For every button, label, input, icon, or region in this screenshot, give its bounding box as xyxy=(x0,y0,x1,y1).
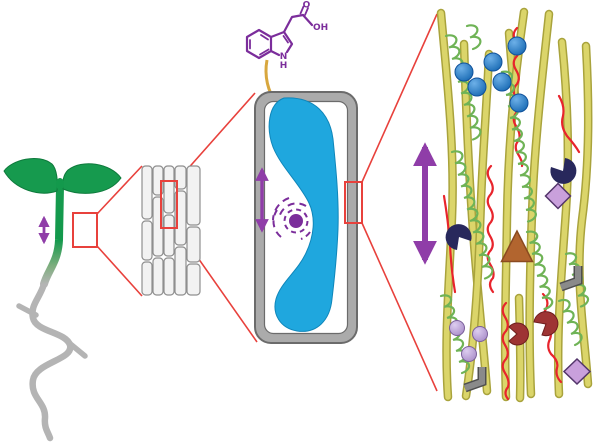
tissue-cell xyxy=(152,257,164,296)
cell-panel xyxy=(254,91,363,344)
pectin-strand xyxy=(557,94,581,154)
zoom-box-stem xyxy=(72,212,98,248)
protein-sphere xyxy=(467,77,487,97)
nucleus-arc xyxy=(300,231,311,240)
pectin-strand xyxy=(501,301,510,401)
double-bond xyxy=(260,34,269,41)
lavender-sphere xyxy=(461,346,477,362)
hemicellulose-strand xyxy=(557,298,583,347)
tissue-panel xyxy=(141,165,201,296)
cellulose-microfibril xyxy=(519,298,520,398)
oxygen-label: O xyxy=(303,1,311,11)
tissue-cell xyxy=(141,165,153,220)
zoom-line xyxy=(96,245,143,297)
hemicellulose-strand xyxy=(525,230,554,311)
hemicellulose-strand xyxy=(450,150,494,280)
tissue-cell xyxy=(163,214,175,257)
tissue-cell xyxy=(141,261,153,296)
lavender-diamond-enzyme xyxy=(562,357,592,386)
nucleus-arc xyxy=(278,202,307,219)
tissue-cell xyxy=(186,263,201,296)
hydroxyl-bond xyxy=(301,13,314,27)
seedling-root xyxy=(29,280,74,442)
zoom-line xyxy=(96,165,143,215)
acetic-chain xyxy=(282,13,305,34)
nitrogen-label: N xyxy=(280,52,288,62)
nucleolus xyxy=(289,214,303,228)
zoom-box-cell-wall xyxy=(344,181,363,224)
double-bond xyxy=(282,35,289,44)
tissue-cell xyxy=(174,246,187,296)
hemicellulose-strand xyxy=(500,70,537,223)
tissue-cell xyxy=(186,165,201,226)
zoom-line xyxy=(361,13,438,183)
tissue-cell xyxy=(163,257,175,296)
zoom-line xyxy=(361,222,438,392)
double-bond xyxy=(259,48,270,56)
carbonyl-double-bond xyxy=(299,5,309,16)
protein-sphere xyxy=(454,62,474,82)
hydroxyl-label: OH xyxy=(313,23,328,33)
iaa-molecule: O OH N H xyxy=(245,1,328,71)
protein-sphere xyxy=(483,52,503,72)
root-branch xyxy=(65,339,88,359)
cell-wall-panel xyxy=(413,12,592,401)
wall-enzymes xyxy=(445,158,592,393)
tissue-cell xyxy=(163,165,175,214)
root-branch xyxy=(16,303,39,318)
seedling-panel xyxy=(3,157,122,442)
navy-enzyme xyxy=(445,224,472,250)
nucleus-dashed-ring xyxy=(283,208,309,234)
protein-sphere xyxy=(507,36,527,56)
lavender-diamond-enzyme xyxy=(544,182,572,210)
left-cotyledon-leaf xyxy=(3,157,58,194)
protein-sphere xyxy=(492,72,512,92)
navy-enzyme xyxy=(550,158,577,184)
right-cotyledon-leaf xyxy=(62,163,122,194)
nh-hydrogen-label: H xyxy=(280,61,288,71)
nucleus-arc xyxy=(272,197,290,221)
seedling-stem xyxy=(40,182,64,288)
protein-sphere xyxy=(509,93,529,113)
nucleus xyxy=(272,197,311,240)
tissue-cell xyxy=(186,226,201,263)
lavender-sphere xyxy=(472,326,488,342)
pyrrole-ring xyxy=(269,30,294,57)
hemicellulose-strand xyxy=(465,24,482,51)
vacuole xyxy=(268,97,339,332)
lavender-sphere xyxy=(449,320,465,336)
nucleus-arc xyxy=(272,209,282,238)
zoom-box-tissue xyxy=(160,180,178,229)
darkred-enzyme xyxy=(508,322,529,346)
darkred-enzyme xyxy=(533,311,559,337)
tissue-cell xyxy=(141,220,153,261)
brown-triangle-enzyme xyxy=(500,229,534,263)
shoot-apex xyxy=(56,178,64,190)
protein-spheres xyxy=(454,36,529,113)
